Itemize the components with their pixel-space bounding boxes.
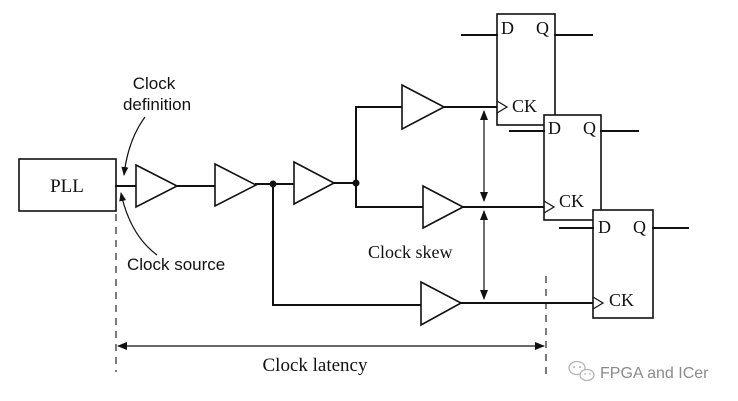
clock-definition-label-line1: Clock — [133, 74, 176, 93]
pll-block: PLL — [18, 158, 117, 212]
ff3-q-label: Q — [633, 217, 646, 237]
ff2-q-label: Q — [583, 118, 596, 138]
clock-latency-annotation: Clock latency — [115, 214, 547, 380]
clock-skew-annotation: Clock skew — [368, 110, 488, 300]
clock-wires — [115, 106, 594, 306]
ff2-ck-label: CK — [559, 191, 584, 211]
buffer-4 — [401, 83, 446, 131]
buffers — [135, 83, 465, 327]
clock-latency-label: Clock latency — [263, 355, 368, 376]
ff3-ck-label: CK — [609, 290, 634, 310]
ff3-d-label: D — [598, 217, 611, 237]
pll-box — [18, 158, 117, 212]
flip-flop-1: D Q CK — [461, 13, 593, 126]
flip-flop-3: D Q CK — [559, 209, 689, 319]
ff2-clock-triangle — [543, 200, 556, 214]
watermark-text: FPGA and ICer — [600, 365, 709, 382]
ff2-box — [543, 114, 602, 221]
ff1-box — [496, 13, 556, 126]
flip-flop-2: D Q CK — [509, 114, 639, 221]
buffer-1 — [135, 163, 179, 209]
ff1-ck-label: CK — [512, 96, 537, 116]
branch-node-2 — [352, 179, 360, 187]
clock-skew-label: Clock skew — [368, 242, 453, 262]
clock-source-annotations: Clock definition Clock source — [119, 74, 225, 274]
ff1-d-label: D — [501, 18, 514, 38]
wechat-logo-icon — [568, 360, 595, 382]
ff1-clock-triangle — [496, 100, 509, 114]
ff3-box — [592, 209, 654, 319]
buffer-3 — [293, 160, 336, 206]
clock-definition-arrow — [121, 116, 146, 176]
watermark: FPGA and ICer — [568, 360, 709, 382]
buffer-6 — [420, 280, 463, 327]
buffer-5 — [422, 184, 465, 230]
clock-source-arrow — [119, 192, 158, 256]
clock-source-label: Clock source — [127, 255, 225, 274]
clock-definition-label-line2: definition — [123, 95, 191, 114]
buffer-2 — [214, 162, 258, 208]
ff1-q-label: Q — [536, 18, 549, 38]
pll-label: PLL — [50, 176, 84, 197]
ff3-clock-triangle — [592, 296, 605, 310]
ff2-d-label: D — [548, 118, 561, 138]
branch-node-1 — [269, 180, 277, 188]
